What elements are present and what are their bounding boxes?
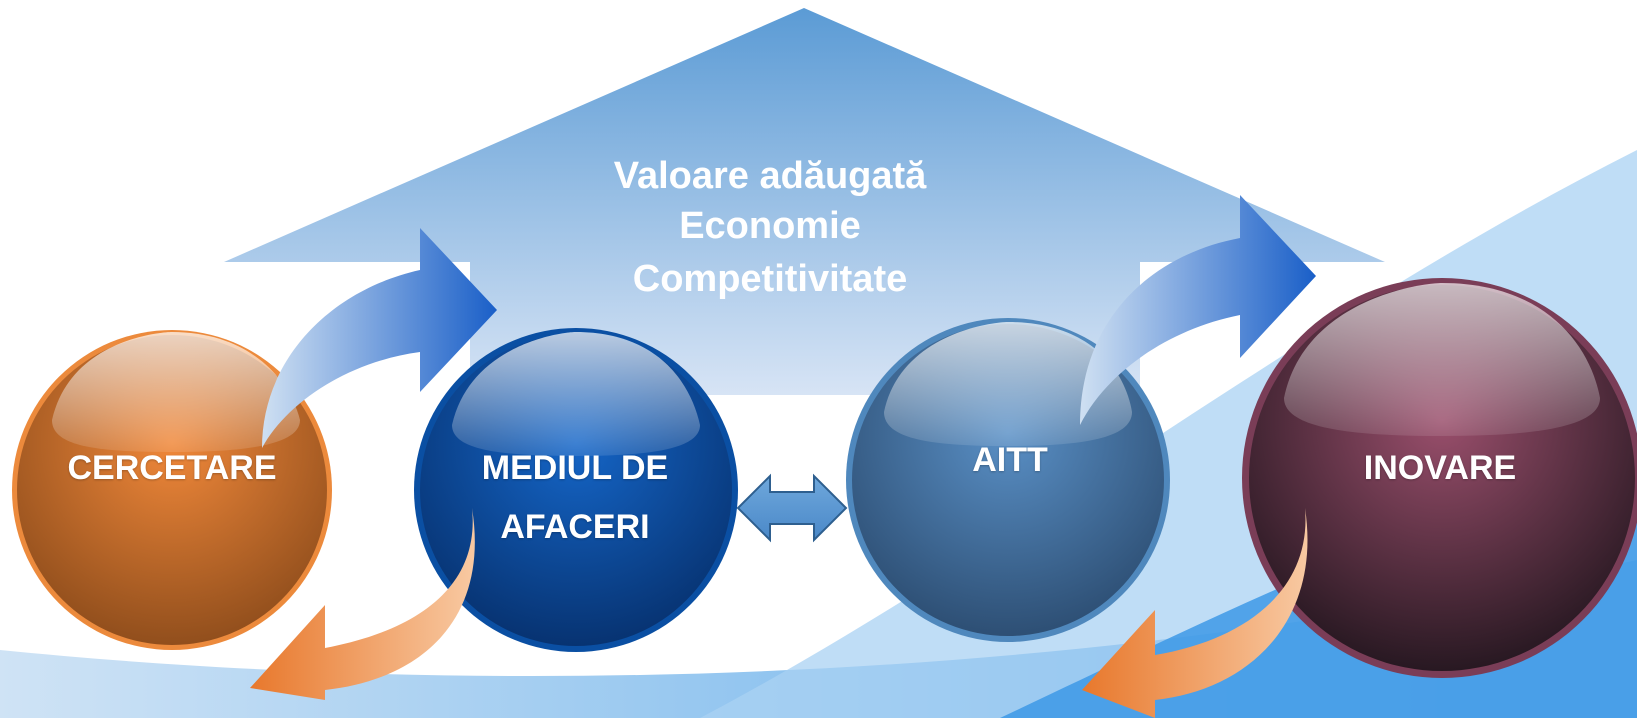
double-arrow-mediul-aitt bbox=[736, 473, 848, 543]
arrow-inovare-to-aitt bbox=[1082, 508, 1308, 718]
label-inovare: INOVARE bbox=[1363, 449, 1517, 487]
node-cercetare bbox=[12, 330, 332, 650]
label-aitt: AITT bbox=[972, 441, 1048, 479]
roof-line-economy: Economie bbox=[679, 205, 861, 247]
label-mediul-line1: MEDIUL DE bbox=[481, 449, 669, 487]
arrow-aitt-to-roof bbox=[1080, 195, 1316, 425]
label-mediul-line2: AFACERI bbox=[500, 508, 650, 546]
roof-shape bbox=[224, 8, 1385, 395]
node-mediul-de-afaceri bbox=[414, 328, 738, 652]
arrow-cercetare-to-roof bbox=[262, 228, 497, 448]
roof-line-competitiveness: Competitivitate bbox=[632, 258, 908, 300]
label-cercetare: CERCETARE bbox=[67, 449, 277, 487]
roof-line-value-added: Valoare adăugată bbox=[613, 155, 927, 197]
arrow-mediul-to-cercetare bbox=[250, 508, 475, 700]
node-inovare bbox=[1242, 278, 1637, 678]
